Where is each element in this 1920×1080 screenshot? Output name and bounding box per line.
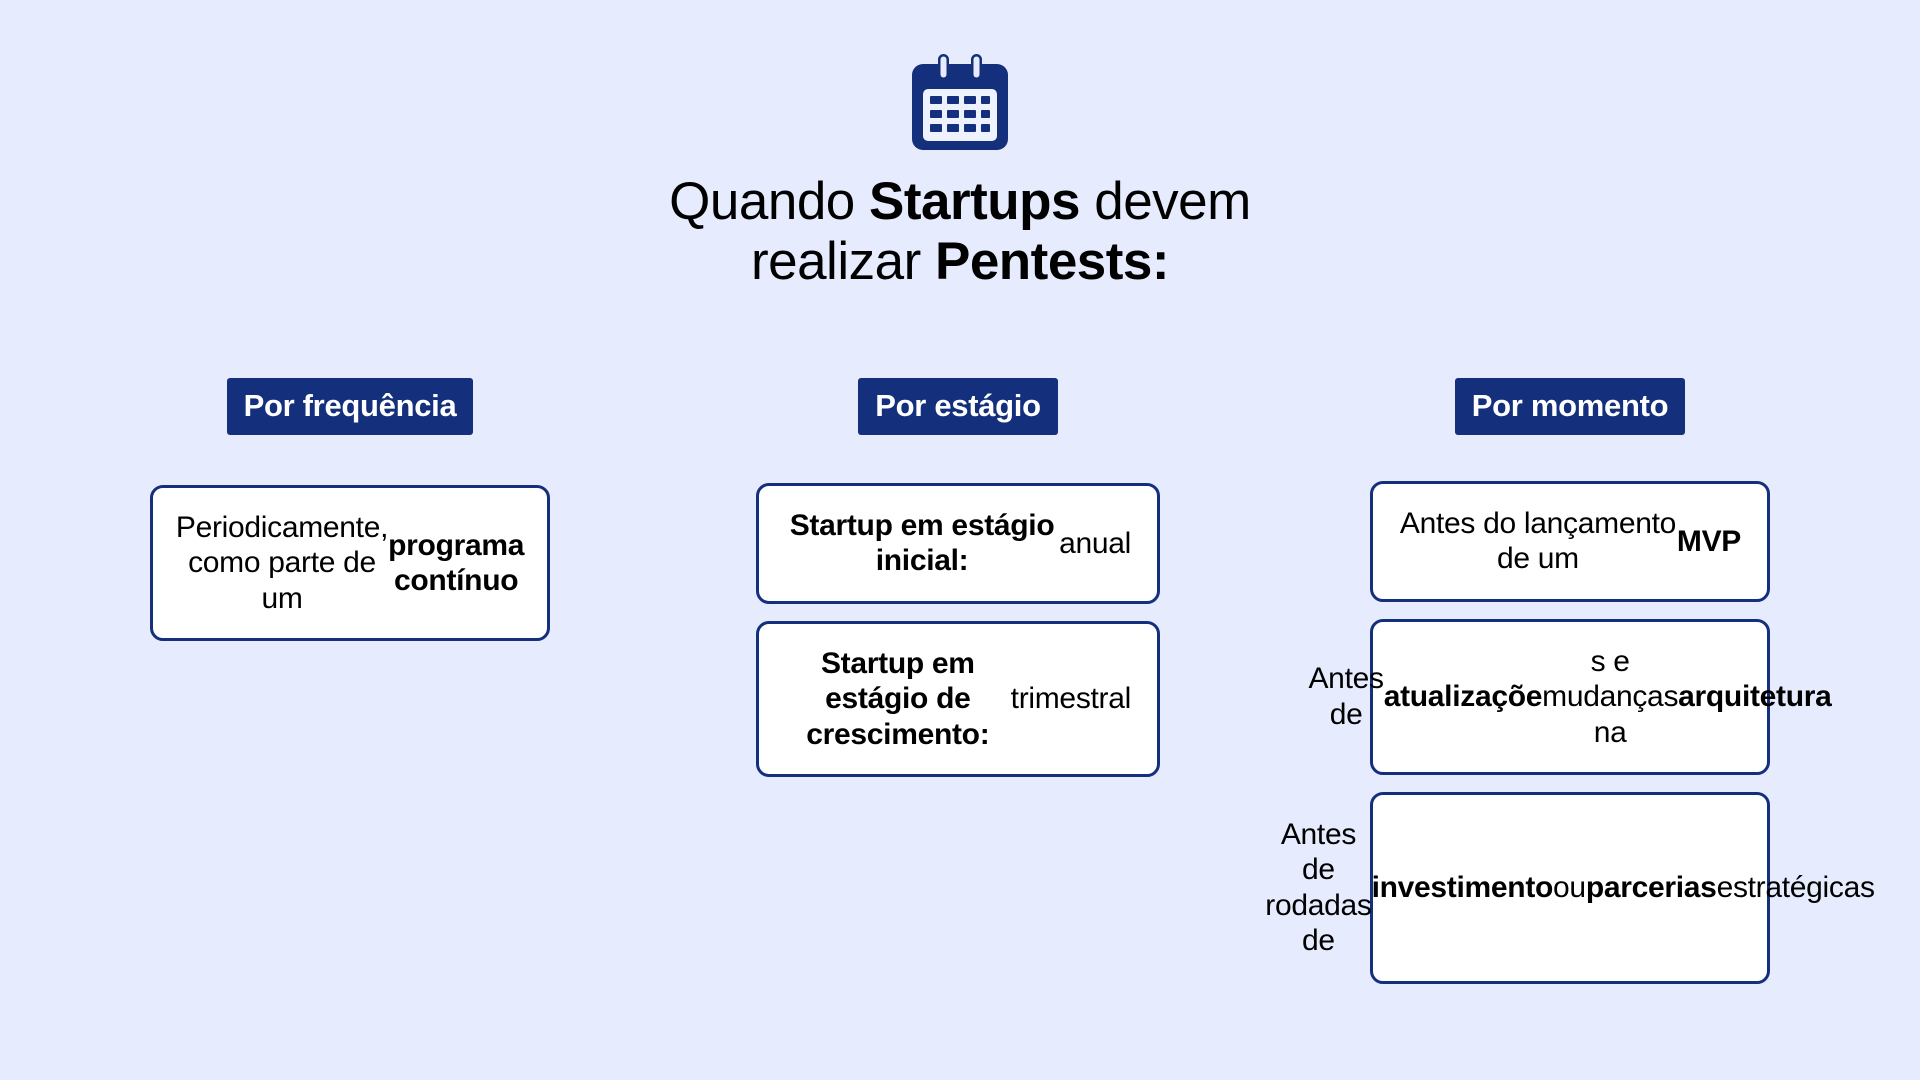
- card-stack-frequencia: Periodicamente, como parte de um program…: [90, 485, 610, 642]
- header: Quando Startups devem realizar Pentests:: [0, 0, 1920, 293]
- page-title-emphasis: Pentests:: [934, 232, 1170, 292]
- info-card: Periodicamente, como parte de um program…: [150, 485, 550, 642]
- info-card: Startup em estágio de crescimento: trime…: [756, 620, 1160, 777]
- page-title-line-1: Quando Startups devem: [669, 172, 1251, 231]
- column-frequencia: Por frequência Periodicamente, como part…: [90, 378, 610, 984]
- column-momento: Por momento Antes do lançamento de um MV…: [1265, 378, 1875, 984]
- columns-container: Por frequência Periodicamente, como part…: [0, 378, 1920, 984]
- info-card: Startup em estágio inicial: anual: [756, 483, 1160, 604]
- page-title-text: realizar: [750, 232, 935, 292]
- calendar-icon: [906, 52, 1014, 152]
- column-badge-frequencia: Por frequência: [226, 378, 474, 435]
- page-title-text: Quando: [669, 172, 870, 231]
- page-title-line-2: realizar Pentests:: [750, 232, 1170, 292]
- card-stack-momento: Antes do lançamento de um MVP Antes de a…: [1265, 481, 1875, 984]
- column-estagio: Por estágio Startup em estágio inicial: …: [698, 378, 1218, 984]
- column-badge-estagio: Por estágio: [858, 378, 1058, 435]
- page-title: Quando Startups devem realizar Pentests:: [630, 172, 1290, 293]
- page-title-text: devem: [1080, 172, 1251, 231]
- column-badge-momento: Por momento: [1454, 378, 1686, 435]
- info-card: Antes do lançamento de um MVP: [1370, 481, 1770, 602]
- page-title-emphasis: Startups: [869, 172, 1080, 231]
- card-stack-estagio: Startup em estágio inicial: anual Startu…: [698, 483, 1218, 777]
- info-card: Antes de rodadas de investimento ou parc…: [1265, 791, 1875, 984]
